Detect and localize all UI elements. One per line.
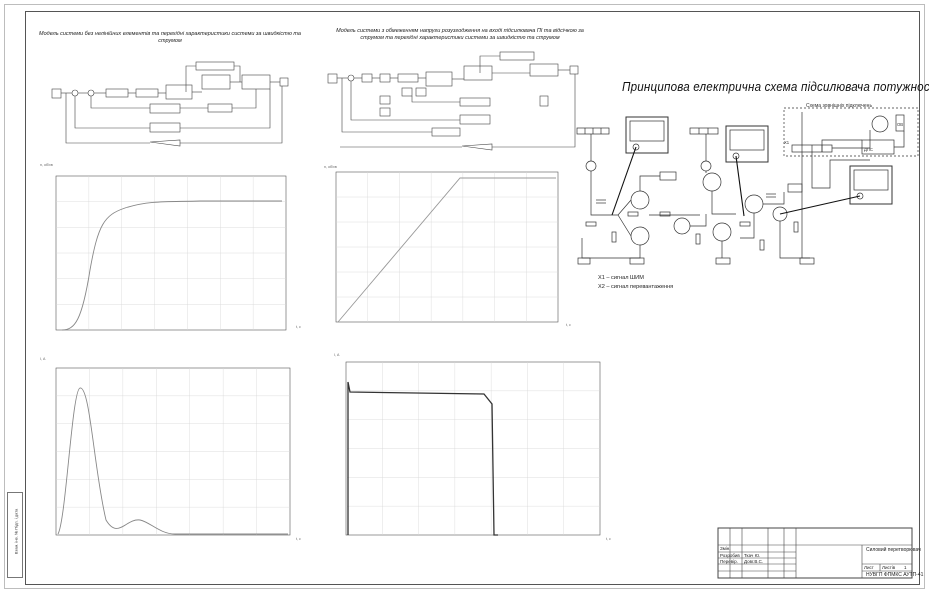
external-connection-label: Схема зовнішніх підключень bbox=[806, 103, 872, 109]
speed-curve-1 bbox=[61, 200, 282, 331]
current-plot-1-ylabel: I, А bbox=[40, 357, 46, 361]
tb-name-checker: Довг.В.С. bbox=[744, 559, 764, 564]
field-winding-label: ОВ bbox=[897, 122, 903, 127]
speed-plot-2-ylabel: n, об/хв bbox=[324, 165, 337, 169]
speed-plot-1-ylabel: n, об/хв bbox=[40, 163, 53, 167]
legend-item-1: Х1 – сигнал ШИМ bbox=[598, 275, 644, 281]
tb-row-checker: Перевір. bbox=[720, 559, 738, 564]
caption-model-2: Модель системи з обмеженням напруги розу… bbox=[336, 28, 584, 41]
current-plot-2-ylabel: I, А bbox=[334, 353, 340, 357]
current-plot-2-xlabel: t, с bbox=[606, 537, 611, 541]
drawing-sheet bbox=[4, 4, 925, 589]
speed-plot-2-xlabel: t, с bbox=[566, 323, 571, 327]
speed-curve-2 bbox=[337, 177, 556, 323]
schematic-title: Принципова електрична схема підсилювача … bbox=[622, 80, 929, 94]
tb-name-developer: Ткач Ю. bbox=[744, 553, 761, 558]
current-plot-1-xlabel: t, с bbox=[296, 537, 301, 541]
legend-item-2: Х2 – сигнал перевантаження bbox=[598, 284, 674, 290]
tb-row-developer: Розробив bbox=[720, 553, 740, 558]
block-diagram-1 bbox=[51, 61, 289, 147]
side-stamp: Взам. інв. № Підп. і дата bbox=[7, 492, 23, 578]
tb-sheets-count: 1 bbox=[904, 565, 907, 570]
caption-model-1: Модель системи без нелінійних елементів … bbox=[39, 31, 301, 44]
current-curve-2 bbox=[347, 381, 498, 536]
drawing-frame bbox=[25, 11, 920, 585]
block-diagram-2 bbox=[327, 51, 579, 151]
tb-doc-title: Силовий перетворювач bbox=[866, 547, 921, 553]
tb-sheet-label: Лист bbox=[864, 565, 874, 570]
current-curve-1 bbox=[57, 387, 288, 535]
title-block bbox=[717, 527, 913, 579]
schematic-labels: ДПС ОВ Х1 Схема зовнішніх підключень bbox=[784, 103, 903, 152]
motor-label: ДПС bbox=[864, 147, 873, 152]
connector-label: Х1 bbox=[784, 140, 790, 145]
power-amplifier-schematic bbox=[576, 107, 919, 265]
tb-row-change: Змін. bbox=[720, 546, 731, 551]
tb-organization: НУВГП ФПМКС АУТП-41 bbox=[866, 572, 924, 578]
speed-plot-1-xlabel: t, с bbox=[296, 325, 301, 329]
tb-sheets-label: Листів bbox=[882, 565, 896, 570]
